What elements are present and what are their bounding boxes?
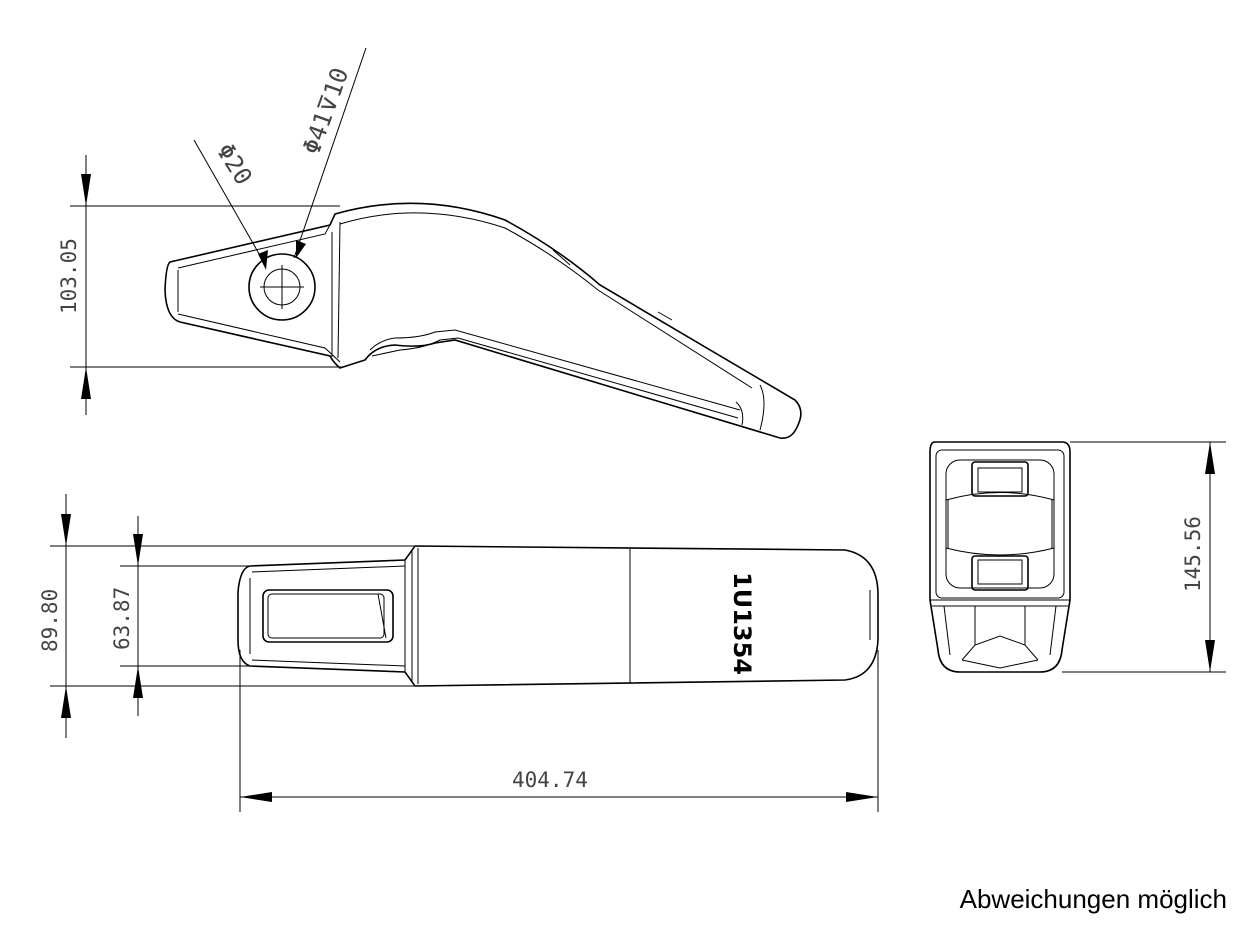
counterbore-label: Φ41⊽10: [297, 64, 354, 158]
top-inner-height-label: 63.87: [110, 587, 134, 650]
end-view: [929, 441, 1226, 673]
side-height-label: 103.05: [57, 238, 81, 314]
overall-length-label: 404.74: [512, 768, 588, 792]
top-overall-height-label: 89.80: [38, 589, 62, 652]
top-view: [50, 494, 879, 812]
part-marking: 1U1354: [728, 572, 756, 675]
deviation-note: Abweichungen möglich: [959, 884, 1227, 914]
side-view: [70, 47, 802, 440]
end-height-label: 145.56: [1181, 516, 1205, 592]
